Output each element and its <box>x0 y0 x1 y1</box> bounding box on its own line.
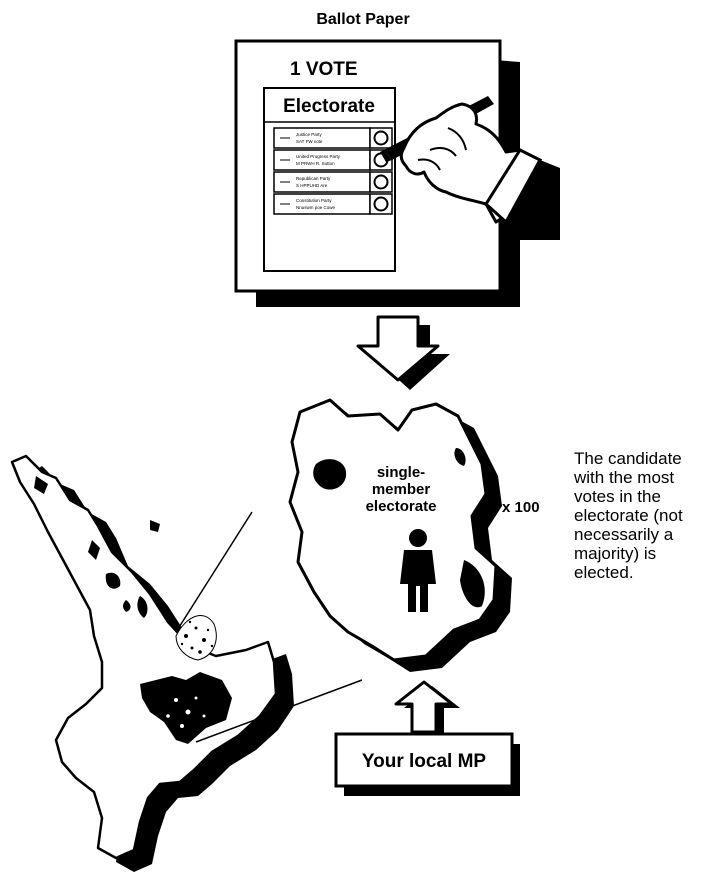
person-icon <box>400 529 436 612</box>
electorate-label-line-1: single- <box>377 464 425 481</box>
explanation-line: votes in the <box>574 487 661 506</box>
electorate-section-title: Electorate <box>283 96 375 117</box>
down-arrow-icon <box>356 315 450 390</box>
candidate-party: Justice Party <box>296 132 323 137</box>
ballot-paper: 1 VOTE Electorate Justice Party SAT FW v… <box>234 39 520 307</box>
candidate-party: Republican Party <box>296 176 331 181</box>
explanation-line: elected. <box>574 563 634 582</box>
explanation-line: The candidate <box>574 449 682 468</box>
electorate-map <box>288 398 512 672</box>
electorate-label-line-3: electorate <box>366 498 437 515</box>
candidate-party: Constitution Party <box>296 198 332 203</box>
explanation-line: majority) is <box>574 544 657 563</box>
vote-circle <box>373 130 389 146</box>
electorate-label-line-2: member <box>372 481 431 498</box>
candidate-name: Nnuswm poe Cowe <box>296 205 336 210</box>
candidate-row: United Progress Party M PRWH R. Sutton <box>273 149 393 171</box>
candidate-row: Constitution Party Nnuswm poe Cowe <box>273 193 393 215</box>
vote-heading: 1 VOTE <box>290 59 358 80</box>
explanation-line: necessarily a <box>574 525 674 544</box>
local-mp-label: Your local MP <box>362 751 487 772</box>
electorate-multiplier: x 100 <box>502 499 540 516</box>
candidate-name: M PRWH R. Sutton <box>296 161 335 166</box>
up-arrow-icon <box>394 680 460 742</box>
local-mp-box <box>334 732 520 796</box>
candidate-name: S HPPUHD Are <box>296 183 328 188</box>
candidate-name: SAT FW vote <box>296 139 323 144</box>
vote-circle <box>373 196 389 212</box>
explanation-text: The candidate with the most votes in the… <box>574 449 716 582</box>
explanation-line: electorate (not <box>574 506 683 525</box>
vote-circle <box>373 174 389 190</box>
north-island-map <box>10 454 363 872</box>
explanation-line: with the most <box>574 468 675 487</box>
candidate-party: United Progress Party <box>296 154 341 159</box>
hand-pen-icon <box>380 96 560 240</box>
ballot-paper-caption: Ballot Paper <box>316 11 409 28</box>
candidate-row: Republican Party S HPPUHD Are <box>273 171 393 193</box>
candidate-row: Justice Party SAT FW vote <box>273 127 393 149</box>
